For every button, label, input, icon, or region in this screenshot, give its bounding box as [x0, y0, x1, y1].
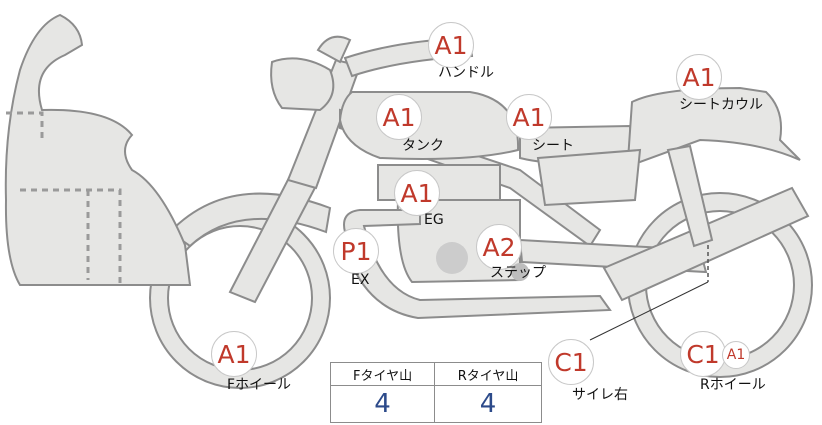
label-step: ステップ	[490, 265, 546, 281]
seat-cowl-shape	[626, 86, 801, 164]
label-engine: EG	[424, 212, 444, 228]
rear-tire-header: Rタイヤ山	[434, 362, 542, 386]
grade-badge-rear-wheel: C1	[680, 331, 726, 377]
handlebar-shape	[316, 35, 352, 64]
rear-tire-value: 4	[434, 385, 542, 423]
label-seat: シート	[532, 138, 574, 154]
label-seat-cowl: シートカウル	[679, 97, 763, 113]
label-exhaust: EX	[351, 272, 370, 288]
label-rear-wheel: Rホイール	[700, 377, 766, 393]
fairing-dashed-upper	[6, 111, 44, 140]
fairing-dashed-lower	[20, 188, 122, 285]
label-front-wheel: Fホイール	[227, 377, 292, 393]
grade-badge-rear-wheel-sub: A1	[722, 341, 750, 369]
grade-badge-seat-cowl: A1	[676, 54, 722, 100]
grade-badge-step: A2	[476, 224, 522, 270]
engine-cover-shape	[436, 242, 468, 274]
side-cover-shape	[536, 148, 642, 207]
label-handle: ハンドル	[438, 65, 494, 81]
rear-shock-shape	[666, 144, 714, 248]
label-tank: タンク	[402, 138, 444, 154]
exhaust-pipe-shape	[343, 209, 612, 320]
grade-badge-tank: A1	[376, 94, 422, 140]
label-side-cover-right: サイレ右	[572, 387, 628, 403]
grade-badge-engine: A1	[394, 170, 440, 216]
grade-badge-front-wheel: A1	[211, 331, 257, 377]
meter-shape	[270, 57, 335, 112]
grade-badge-exhaust: P1	[333, 228, 379, 274]
grade-badge-seat: A1	[506, 94, 552, 140]
leader-line	[589, 281, 709, 341]
fairing-shape	[4, 13, 192, 286]
step-peg-shape	[511, 263, 529, 281]
tire-tread-table: Fタイヤ山 Rタイヤ山 4 4	[329, 362, 542, 423]
grade-badge-handle: A1	[428, 22, 474, 68]
front-tire-header: Fタイヤ山	[329, 362, 436, 386]
front-tire-value: 4	[329, 385, 436, 423]
grade-badge-side-cover-right: C1	[548, 339, 594, 385]
muffler-shape	[602, 186, 810, 302]
